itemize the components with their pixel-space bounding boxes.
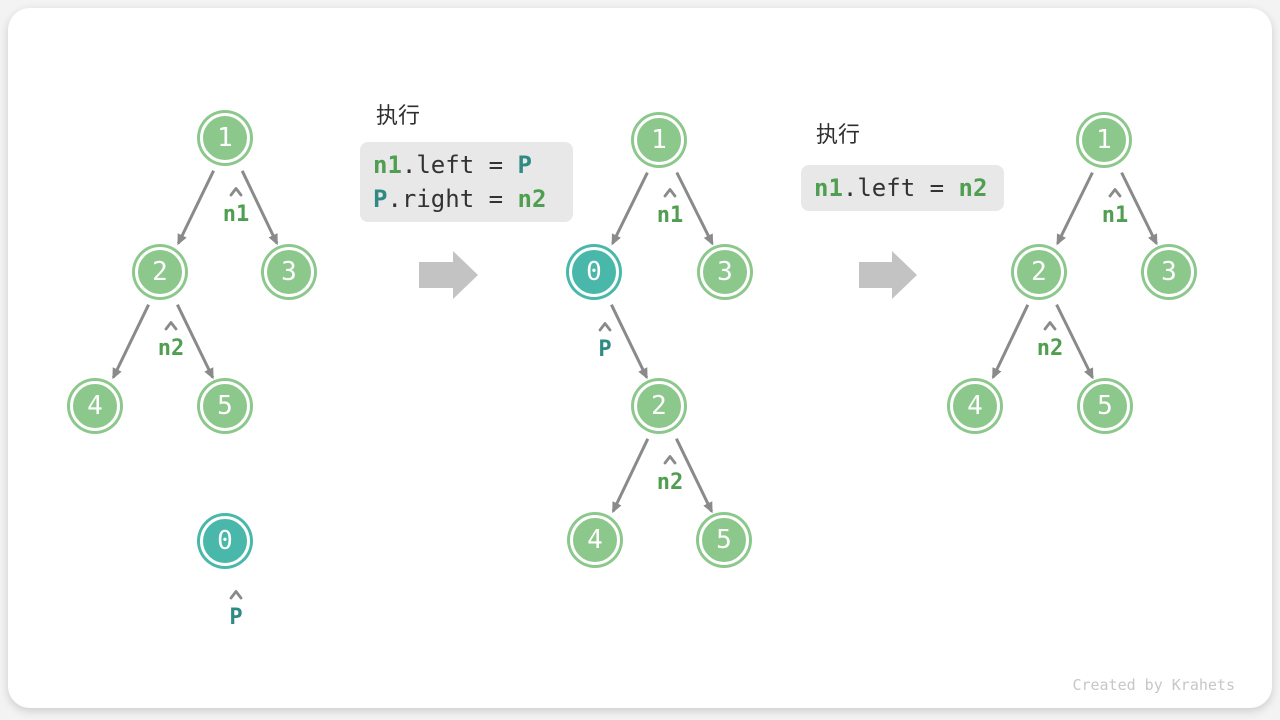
t3-node-5: 5 — [1080, 381, 1130, 431]
t1-node-2: 2 — [135, 247, 185, 297]
code-line: n1.left = n2 — [814, 171, 991, 205]
node-value: 4 — [587, 525, 603, 555]
code-token: .right = — [387, 185, 518, 213]
t2-pointer-n1: n1 — [640, 187, 700, 227]
node-value: 4 — [87, 391, 103, 421]
t2-pointer-p: P — [575, 321, 635, 361]
t1-node-3: 3 — [264, 247, 314, 297]
t2-node-4: 4 — [570, 515, 620, 565]
caret-up-icon — [164, 321, 178, 331]
t2-node-0: 0 — [569, 247, 619, 297]
code-token: P — [517, 151, 532, 179]
node-value: 1 — [217, 123, 233, 153]
node-value: 1 — [651, 125, 667, 155]
code-line: n1.left = P — [373, 148, 560, 182]
t3-node-3: 3 — [1144, 247, 1194, 297]
caret-up-icon — [663, 455, 677, 465]
step2-title: 执行 — [816, 122, 861, 147]
code-token: P — [373, 185, 388, 213]
t1-node-4: 4 — [70, 381, 120, 431]
t3-pointer-n2: n2 — [1020, 320, 1080, 360]
diagram-card: 1 2 3 4 5 0 n1 n2 P 执行 n — [8, 8, 1272, 708]
t1-node-5: 5 — [200, 381, 250, 431]
t2-node-1: 1 — [634, 115, 684, 165]
node-value: 5 — [716, 525, 732, 555]
transition-arrow-1-icon — [419, 251, 478, 299]
pointer-label: n1 — [222, 202, 250, 227]
transition-arrow-2-icon — [859, 251, 917, 299]
code-line: P.right = n2 — [373, 182, 560, 216]
node-value: 0 — [586, 257, 602, 287]
step1-code-box: n1.left = P P.right = n2 — [360, 142, 573, 222]
pointer-label: P — [598, 337, 612, 362]
node-value: 3 — [717, 257, 733, 287]
step1-title: 执行 — [376, 103, 421, 128]
code-token: n1 — [373, 151, 402, 179]
pointer-label: n1 — [656, 203, 684, 228]
t2-node-3: 3 — [700, 247, 750, 297]
code-token: n2 — [958, 174, 988, 202]
step2-code-box: n1.left = n2 — [801, 165, 1004, 211]
pointer-label: n2 — [157, 336, 185, 361]
node-value: 5 — [1097, 391, 1113, 421]
node-value: 3 — [1161, 257, 1177, 287]
caret-up-icon — [1108, 188, 1122, 198]
caret-up-icon — [1043, 321, 1057, 331]
node-value: 2 — [152, 257, 168, 287]
node-value: 3 — [281, 257, 297, 287]
t3-pointer-n1: n1 — [1085, 187, 1145, 227]
code-token: .left = — [401, 151, 518, 179]
t2-pointer-n2: n2 — [640, 454, 700, 494]
node-value: 4 — [967, 391, 983, 421]
pointer-label: n2 — [656, 470, 684, 495]
pointer-label: n2 — [1036, 336, 1064, 361]
pointer-label: n1 — [1101, 203, 1129, 228]
node-value: 5 — [217, 391, 233, 421]
t1-node-0: 0 — [200, 516, 250, 566]
t1-pointer-n1: n1 — [206, 186, 266, 226]
code-token: n2 — [517, 185, 547, 213]
node-value: 0 — [217, 526, 233, 556]
t2-node-2: 2 — [634, 381, 684, 431]
t3-node-2: 2 — [1014, 247, 1064, 297]
t1-pointer-n2: n2 — [141, 320, 201, 360]
caret-up-icon — [229, 187, 243, 197]
t1-node-1: 1 — [200, 113, 250, 163]
t1-pointer-p: P — [206, 589, 266, 629]
caret-up-icon — [598, 322, 612, 332]
node-value: 1 — [1096, 125, 1112, 155]
caret-up-icon — [663, 188, 677, 198]
t3-node-4: 4 — [950, 381, 1000, 431]
code-token: .left = — [842, 174, 959, 202]
watermark-credit: Created by Krahets — [1072, 676, 1235, 694]
t2-node-5: 5 — [699, 515, 749, 565]
caret-up-icon — [229, 590, 243, 600]
code-token: n1 — [814, 174, 843, 202]
t3-node-1: 1 — [1079, 115, 1129, 165]
node-value: 2 — [651, 391, 667, 421]
node-value: 2 — [1031, 257, 1047, 287]
pointer-label: P — [229, 605, 243, 630]
